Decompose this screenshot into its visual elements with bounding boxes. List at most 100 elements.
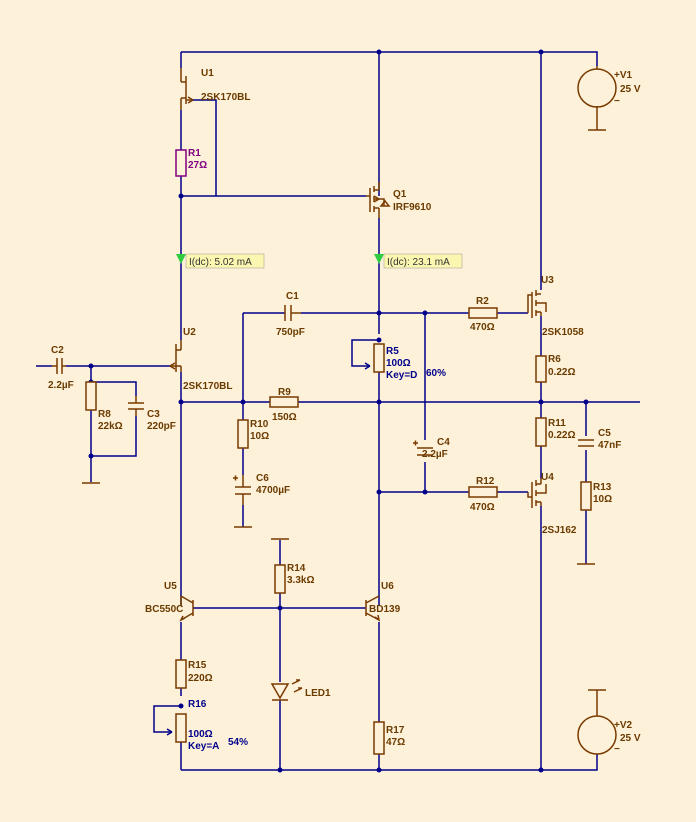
r6-ref: R6	[548, 354, 561, 365]
resistor-r13[interactable]: R13 10Ω	[580, 481, 612, 511]
resistor-r10[interactable]: R10 10Ω	[237, 419, 269, 449]
capacitor-c3[interactable]: C3 220pF	[128, 396, 176, 432]
v2-value: 25 V	[620, 733, 641, 744]
r15-value: 220Ω	[188, 673, 213, 684]
junction	[178, 703, 184, 709]
resistor-r8[interactable]: R8 22kΩ	[85, 381, 123, 432]
capacitor-c4[interactable]: C4 2.2µF	[413, 437, 450, 460]
r16-key: Key=A	[188, 741, 219, 752]
bjt-u5[interactable]: U5 BC550C	[145, 581, 194, 622]
v1-value: 25 V	[620, 84, 641, 95]
resistor-r15[interactable]: R15 220Ω	[175, 659, 213, 689]
junction	[376, 767, 382, 773]
ground-symbols	[82, 106, 606, 716]
u5-ref: U5	[164, 581, 177, 592]
r12-value: 470Ω	[470, 502, 495, 513]
r6-value: 0.22Ω	[548, 367, 575, 378]
u3-value: 2SK1058	[542, 327, 584, 338]
u6-value: BD139	[369, 604, 401, 615]
potentiometer-r16[interactable]: R16 100Ω Key=A 54%	[166, 699, 248, 752]
c3-ref: C3	[147, 409, 160, 420]
u2-value: 2SK170BL	[183, 381, 232, 392]
u4-value: 2SJ162	[542, 525, 577, 536]
c6-value: 4700µF	[256, 485, 290, 496]
voltage-source-v1[interactable]: +V1 25 V −	[577, 66, 641, 108]
r2-value: 470Ω	[470, 322, 495, 333]
junction	[538, 399, 544, 405]
r9-value: 150Ω	[272, 412, 297, 423]
u5-value: BC550C	[145, 604, 183, 615]
mosfet-u4[interactable]: U4 2SJ162	[527, 472, 577, 536]
junctions	[88, 49, 589, 773]
r5-setting: 60%	[426, 368, 446, 379]
junction	[583, 399, 589, 405]
r13-ref: R13	[593, 482, 612, 493]
resistor-r2[interactable]: R2 470Ω	[468, 296, 498, 333]
wires	[36, 51, 640, 771]
svg-text:−: −	[614, 744, 620, 755]
resistor-r11[interactable]: R11 0.22Ω	[535, 417, 575, 447]
q1-value: IRF9610	[393, 202, 432, 213]
c5-value: 47nF	[598, 440, 621, 451]
c2-value: 2.2µF	[48, 380, 74, 391]
bjt-u6[interactable]: U6 BD139	[365, 581, 401, 622]
r10-value: 10Ω	[250, 431, 269, 442]
junction	[376, 337, 382, 343]
led1-ref: LED1	[305, 688, 331, 699]
resistor-r12[interactable]: R12 470Ω	[468, 476, 498, 513]
r17-ref: R17	[386, 725, 405, 736]
junction	[88, 453, 94, 459]
u3-ref: U3	[541, 275, 554, 286]
capacitor-c6[interactable]: C6 4700µF	[233, 473, 290, 505]
c3-value: 220pF	[147, 421, 176, 432]
u2-ref: U2	[183, 327, 196, 338]
ground-icon	[588, 689, 606, 716]
junction	[422, 489, 428, 495]
c2-ref: C2	[51, 345, 64, 356]
resistor-r14[interactable]: R14 3.3kΩ	[274, 563, 314, 594]
jfet-u1[interactable]: U1 2SK170BL	[180, 68, 250, 110]
wire-c3-bottom	[91, 416, 137, 457]
capacitor-c2[interactable]: C2 2.2µF	[48, 345, 74, 391]
probe-arrow-icon	[374, 254, 384, 264]
c1-value: 750pF	[276, 327, 305, 338]
r17-value: 47Ω	[386, 737, 405, 748]
junction	[376, 49, 382, 55]
mosfet-u3[interactable]: U3 2SK1058	[527, 275, 584, 338]
wire-r16-wiper	[153, 705, 181, 733]
capacitor-c1[interactable]: C1 750pF	[276, 291, 305, 338]
q1-ref: Q1	[393, 189, 407, 200]
junction	[376, 310, 382, 316]
ground-icon	[588, 106, 606, 131]
voltage-source-v2[interactable]: +V2 25 V −	[577, 715, 641, 755]
wire-c3-top	[91, 381, 137, 396]
junction	[538, 49, 544, 55]
r9-ref: R9	[278, 387, 291, 398]
junction	[178, 399, 184, 405]
resistor-r17[interactable]: R17 47Ω	[373, 721, 405, 755]
resistor-r6[interactable]: R6 0.22Ω	[535, 354, 575, 383]
wire-bottom-rail	[181, 752, 598, 771]
potentiometer-r5[interactable]: R5 100Ω Key=D 60%	[364, 343, 446, 381]
probe-arrow-icon	[176, 254, 186, 264]
junction	[240, 399, 246, 405]
jfet-u2[interactable]: U2 2SK170BL	[169, 327, 232, 392]
v2-ref: +V2	[614, 720, 633, 731]
c6-ref: C6	[256, 473, 269, 484]
probe-2[interactable]: I(dc): 23.1 mA	[374, 253, 463, 269]
r8-value: 22kΩ	[98, 421, 123, 432]
resistor-r1[interactable]: R1 27Ω	[175, 148, 207, 177]
probe-1[interactable]: I(dc): 5.02 mA	[176, 253, 265, 269]
c4-value: 2.2µF	[422, 449, 448, 460]
r16-setting: 54%	[228, 737, 248, 748]
resistor-r9[interactable]: R9 150Ω	[269, 387, 299, 423]
r10-ref: R10	[250, 419, 269, 430]
c4-ref: C4	[437, 437, 450, 448]
led-led1[interactable]: LED1	[270, 679, 331, 701]
capacitor-c5[interactable]: C5 47nF	[578, 428, 621, 451]
wire-top-rail	[181, 51, 598, 66]
r14-ref: R14	[287, 563, 306, 574]
wire-r5-wiper	[351, 339, 379, 367]
mosfet-q1[interactable]: Q1 IRF9610	[366, 182, 432, 218]
